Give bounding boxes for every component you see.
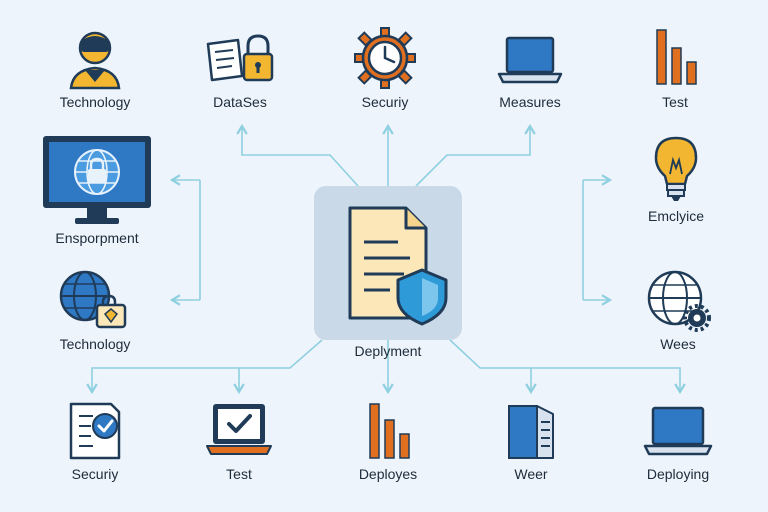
node-label: Deployes	[358, 466, 418, 482]
laptop-icon	[643, 406, 713, 456]
node-top-2[interactable]: DataSes	[175, 30, 305, 110]
node-label: Securiy	[71, 466, 119, 482]
lightbulb-icon	[654, 136, 698, 201]
laptop-icon	[497, 36, 563, 84]
bar-chart-icon	[369, 403, 410, 459]
bar-chart-icon	[656, 29, 697, 85]
node-top-4[interactable]: Measures	[465, 30, 595, 110]
node-label: Emclyice	[647, 208, 704, 224]
node-right-2[interactable]: Wees	[613, 268, 743, 352]
laptop-check-icon	[206, 404, 272, 455]
globe-lock-icon	[59, 270, 127, 329]
node-top-1[interactable]: Technology	[30, 26, 160, 110]
node-top-3[interactable]: Securiy	[320, 26, 450, 110]
node-label: Wees	[660, 336, 696, 352]
node-top-5[interactable]: Test	[610, 26, 740, 110]
central-hub	[314, 186, 462, 340]
node-bottom-1[interactable]: Securiy	[30, 400, 160, 482]
node-bottom-5[interactable]: Deploying	[613, 404, 743, 482]
document-lock-icon	[206, 34, 274, 82]
node-label: Test	[662, 94, 688, 110]
hub-label: Deplyment	[354, 343, 422, 359]
node-right-1[interactable]: Emclyice	[611, 134, 741, 224]
node-bottom-4[interactable]: Weer	[466, 400, 596, 482]
node-label: Deploying	[646, 466, 710, 482]
node-label: Technology	[59, 94, 131, 110]
node-label: Ensporpment	[55, 230, 139, 246]
node-label: DataSes	[213, 94, 267, 110]
hacker-icon	[69, 31, 121, 90]
document-shield-icon	[348, 206, 448, 326]
gear-clock-icon	[354, 27, 416, 89]
node-label: Test	[226, 466, 252, 482]
node-label: Measures	[499, 94, 561, 110]
node-left-1[interactable]: Ensporpment	[32, 134, 162, 246]
node-bottom-2[interactable]: Test	[174, 400, 304, 482]
node-label: Technology	[59, 336, 131, 352]
checklist-document-icon	[69, 402, 121, 460]
node-label: Securiy	[361, 94, 409, 110]
node-left-2[interactable]: Technology	[30, 268, 160, 352]
document-page-icon	[508, 405, 554, 459]
node-label: Weer	[514, 466, 548, 482]
monitor-globe-lock-icon	[43, 136, 151, 224]
globe-gear-icon	[647, 270, 711, 332]
node-bottom-3[interactable]: Deployes	[323, 400, 453, 482]
